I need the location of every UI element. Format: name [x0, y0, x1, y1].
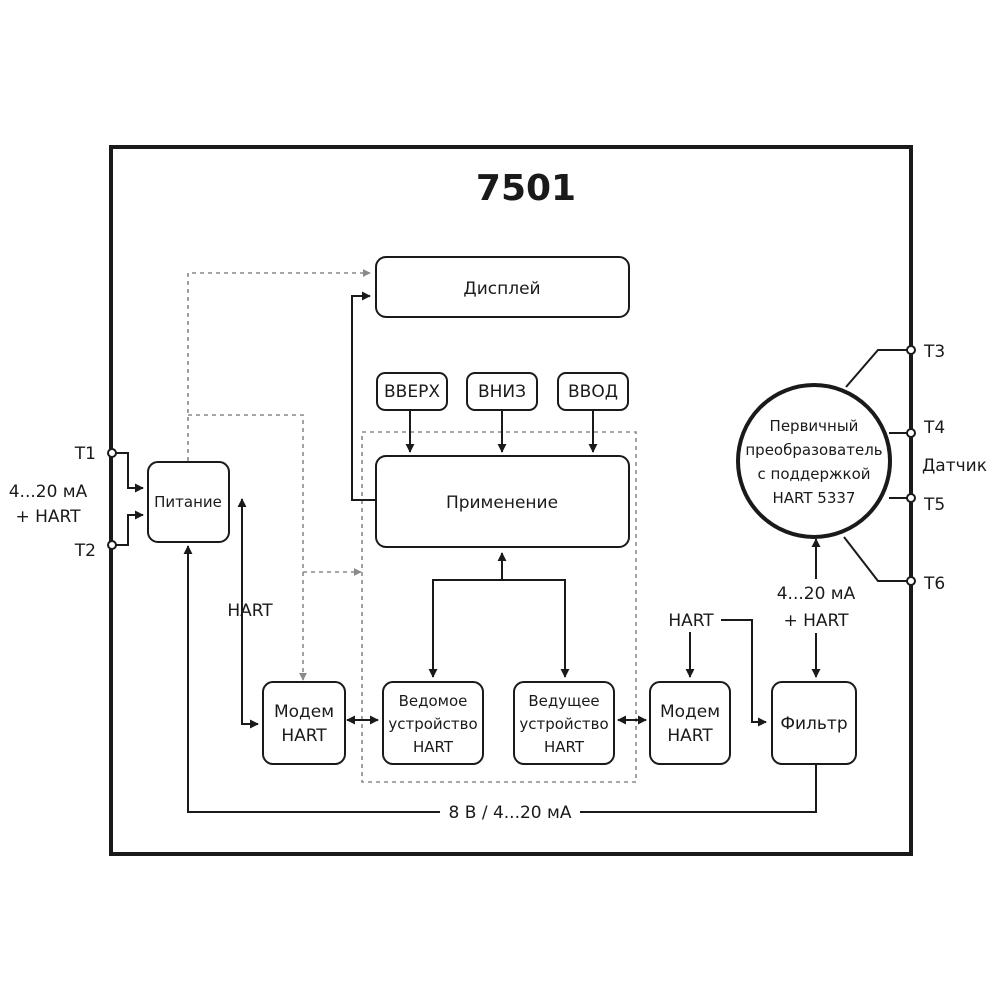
display-label: Дисплей [463, 279, 540, 299]
master-line-2: устройство [519, 715, 608, 733]
input-signal-line-1: 4...20 мА [9, 482, 88, 502]
hart-right-label: HART [668, 611, 714, 631]
bottom-bus-label: 8 В / 4...20 мА [449, 803, 572, 823]
terminal-t2-label: T2 [74, 541, 96, 561]
slave-line-3: HART [413, 738, 454, 756]
connection-lines [115, 291, 910, 813]
modem-left-line-2: HART [281, 726, 327, 746]
modem-right-line-2: HART [667, 726, 713, 746]
hart-power-label: HART [227, 601, 273, 621]
modem-right-block: Модем HART [649, 681, 731, 765]
sensor-block: Первичный преобразователь с поддержкой H… [736, 383, 892, 539]
terminal-t5-label: T5 [923, 495, 945, 515]
input-signal-line-2: + HART [15, 507, 81, 527]
sensor-line-2: преобразователь [745, 441, 882, 459]
master-line-3: HART [544, 738, 585, 756]
enter-button-block: ВВОД [557, 372, 629, 411]
processor-group-outline [361, 431, 637, 783]
device-title: 7501 [476, 168, 576, 209]
slave-device-block: Ведомое устройство HART [382, 681, 484, 765]
display-block: Дисплей [375, 256, 630, 318]
modem-left-line-1: Модем [274, 702, 334, 722]
filter-block: Фильтр [771, 681, 857, 765]
enter-label: ВВОД [568, 382, 618, 402]
sensor-signal-line-2: + HART [783, 611, 849, 631]
down-label: ВНИЗ [478, 382, 526, 402]
terminal-points [107, 345, 916, 586]
application-label: Применение [446, 493, 558, 513]
down-button-block: ВНИЗ [466, 372, 538, 411]
terminal-t3-label: T3 [923, 342, 945, 362]
terminal-t1-label: T1 [74, 444, 96, 464]
power-label: Питание [154, 493, 222, 511]
slave-line-2: устройство [388, 715, 477, 733]
modem-left-block: Модем HART [262, 681, 346, 765]
power-block: Питание [147, 461, 230, 543]
filter-label: Фильтр [780, 714, 847, 734]
application-block: Применение [375, 455, 630, 548]
terminal-t4-label: T4 [923, 418, 945, 438]
sensor-line-1: Первичный [770, 417, 859, 435]
sensor-line-4: HART 5337 [773, 489, 856, 507]
modem-right-line-1: Модем [660, 702, 720, 722]
sensor-line-3: с поддержкой [758, 465, 871, 483]
master-device-block: Ведущее устройство HART [513, 681, 615, 765]
up-button-block: ВВЕРХ [376, 372, 448, 411]
master-line-1: Ведущее [528, 692, 599, 710]
terminal-t6-label: T6 [923, 574, 945, 594]
dotted-signal-lines [187, 269, 371, 681]
up-label: ВВЕРХ [384, 382, 440, 402]
sensor-signal-line-1: 4...20 мА [777, 584, 856, 604]
slave-line-1: Ведомое [399, 692, 468, 710]
sensor-group-label: Датчик [922, 456, 987, 476]
